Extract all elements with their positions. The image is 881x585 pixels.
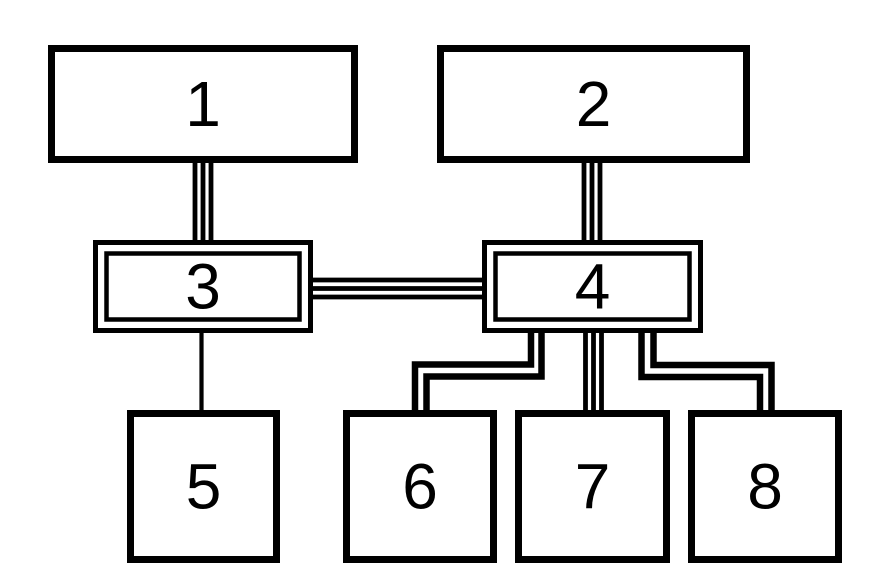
block-6: 6: [343, 410, 497, 563]
block-2-label: 2: [576, 68, 612, 140]
block-1: 1: [48, 45, 358, 163]
connection-2-4-triple-bus: [581, 159, 603, 243]
block-4-label: 4: [575, 251, 611, 323]
block-5-outline: [127, 410, 280, 563]
block-2-outline: [437, 45, 750, 163]
block-5: 5: [127, 410, 280, 563]
block-3-inner-outline: [104, 251, 302, 322]
block-7-label: 7: [575, 451, 611, 523]
block-2: 2: [437, 45, 750, 163]
block-7-outline: [515, 410, 670, 563]
block-8: 8: [688, 410, 842, 563]
block-3: 3: [93, 240, 313, 333]
block-5-label: 5: [186, 451, 222, 523]
connection-4-7-triple-bus: [583, 330, 604, 416]
block-8-outline: [688, 410, 842, 563]
block-7: 7: [515, 410, 670, 563]
block-1-label: 1: [185, 68, 221, 140]
connection-1-3-triple-bus: [192, 159, 214, 243]
block-4-inner-outline: [493, 251, 692, 322]
connection-4-8-double-elbow: [638, 331, 775, 416]
block-6-outline: [343, 410, 497, 563]
block-1-outline: [48, 45, 358, 163]
block-8-label: 8: [747, 451, 783, 523]
connection-3-4-triple-bus: [310, 277, 485, 300]
block-6-label: 6: [402, 451, 438, 523]
block-4: 4: [482, 240, 703, 333]
connection-4-6-double-elbow: [411, 331, 545, 416]
block-3-label: 3: [185, 251, 221, 323]
